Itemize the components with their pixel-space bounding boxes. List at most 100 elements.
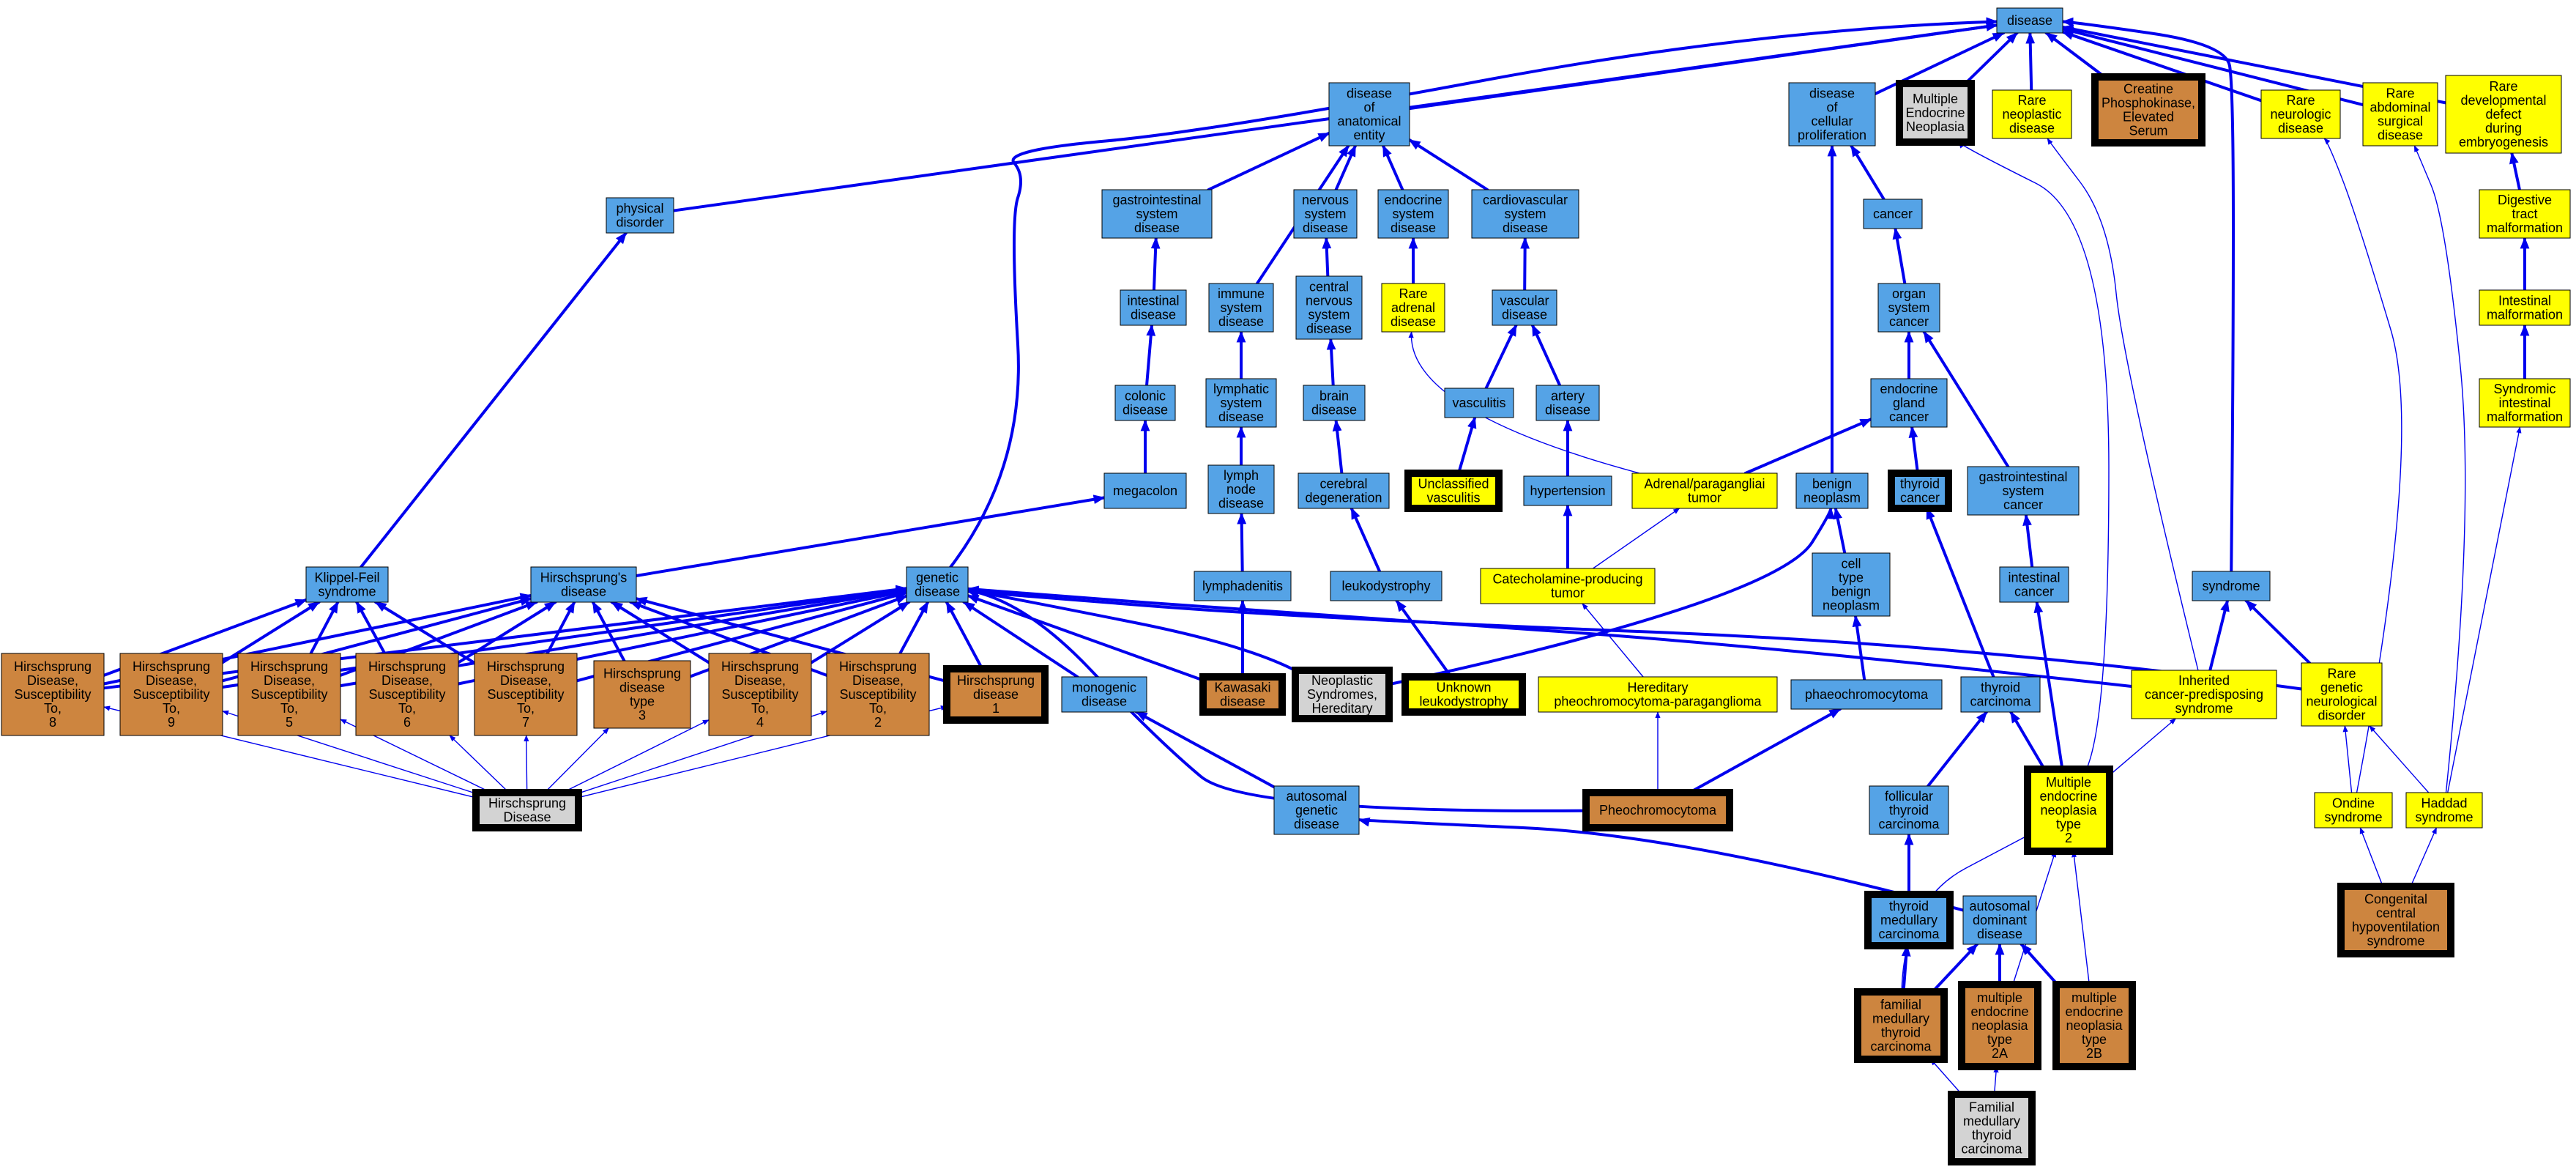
- node-label-line: 1: [992, 701, 999, 716]
- node-label-line: proliferation: [1798, 128, 1866, 143]
- edge-gastrointestinal_system_disease-to-disease_of_anatomical_entity: [1207, 131, 1330, 191]
- edge-men2b-to-autosomal_dominant_disease: [2020, 943, 2059, 986]
- node-label-line: medullary: [1963, 1114, 2020, 1129]
- node-cancer[interactable]: cancer: [1863, 199, 1923, 229]
- node-hypertension[interactable]: hypertension: [1523, 475, 1612, 506]
- node-label-line: tract: [2512, 207, 2537, 221]
- node-pheochromocytoma[interactable]: Pheochromocytoma: [1582, 789, 1733, 831]
- edge-lymphadenitis-to-lymph_node_disease: [1237, 512, 1247, 573]
- node-label-line: system: [1308, 308, 1350, 322]
- edge-hereditary_pheo-to-catecholamine_tumor: [1582, 603, 1644, 678]
- node-leukodystrophy[interactable]: leukodystrophy: [1330, 571, 1443, 601]
- edge-follicular_thyroid_carcinoma-to-thyroid_carcinoma: [1927, 711, 1989, 787]
- edge-familial_mtc_gray-to-men2a: [1993, 1066, 1999, 1095]
- node-box: [2337, 883, 2454, 957]
- edge-thyroid_cancer-to-endocrine_gland_cancer: [1908, 426, 1919, 475]
- edge-rare_neoplastic_disease-to-disease: [2025, 31, 2036, 92]
- node-label-line: Pheochromocytoma: [1599, 803, 1717, 818]
- node-vasculitis[interactable]: vasculitis: [1444, 388, 1514, 418]
- node-disease[interactable]: disease: [1996, 7, 2063, 34]
- node-megacolon[interactable]: megacolon: [1103, 472, 1187, 509]
- node-label-line: type: [1987, 1032, 2012, 1047]
- node-syndrome[interactable]: syndrome: [2192, 571, 2271, 601]
- node-rare-developmental-defect[interactable]: Raredevelopmentaldefectduringembryogenes…: [2445, 75, 2562, 154]
- node-label-line: gland: [1893, 396, 1925, 410]
- node-phaeochromocytoma[interactable]: phaeochromocytoma: [1790, 679, 1943, 710]
- edge-familial_mtc_brown-to-autosomal_dominant_disease: [1931, 943, 1979, 993]
- node-lymphadenitis[interactable]: lymphadenitis: [1194, 571, 1292, 601]
- node-label-line: multiple: [2071, 990, 2117, 1005]
- edge-pheochromocytoma-to-genetic_disease: [967, 588, 1587, 812]
